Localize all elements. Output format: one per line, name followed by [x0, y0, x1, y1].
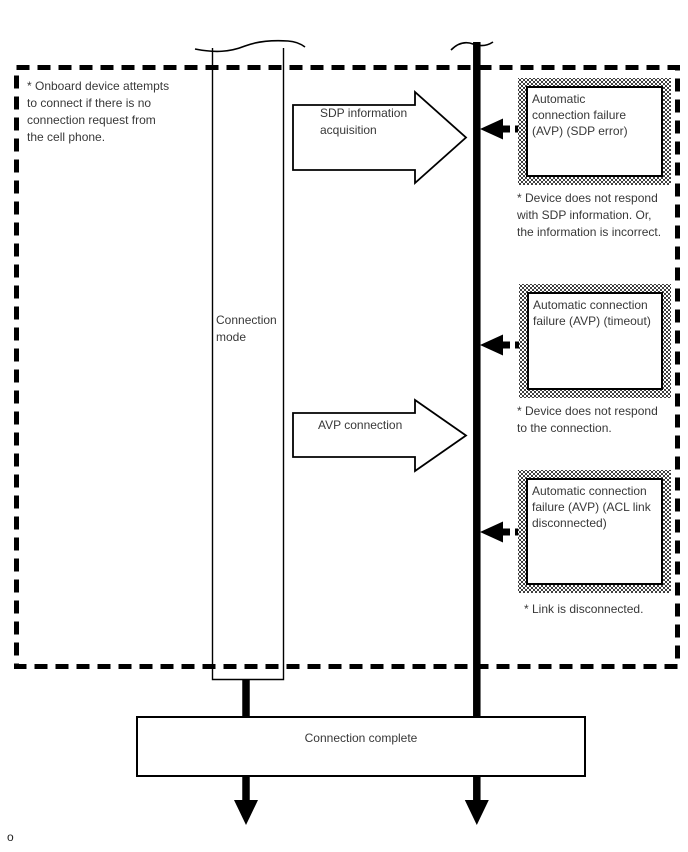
- avp-arrow-label: AVP connection: [318, 418, 403, 432]
- break-squiggle-right: [450, 41, 494, 51]
- failure-box-timeout-label: Automatic connection failure (AVP) (time…: [527, 292, 663, 390]
- sdp-block-arrow: [292, 89, 468, 186]
- onboard-down-arrow: [234, 776, 258, 825]
- failure-note-timeout: * Device does not respond to the connect…: [517, 404, 658, 435]
- failure-box-acl-disconnect-label: Automatic connection failure (AVP) (ACL …: [526, 478, 663, 585]
- failure-note-acl-disconnect: * Link is disconnected.: [524, 602, 644, 616]
- avp-block-arrow: [292, 398, 468, 473]
- failure-arrow-timeout: [480, 334, 519, 356]
- failure-box-timeout: Automatic connection failure (AVP) (time…: [519, 284, 671, 398]
- failure-arrow-acl-disconnect: [480, 521, 519, 543]
- failure-box-acl-disconnect: Automatic connection failure (AVP) (ACL …: [518, 470, 671, 593]
- failure-note-sdp-error: * Device does not respond with SDP infor…: [517, 191, 662, 239]
- sdp-arrow-label: SDP information acquisition: [320, 106, 408, 137]
- cellphone-down-arrow: [464, 776, 489, 825]
- connection-mode-bar: [211, 48, 285, 681]
- connection-mode-label: Connection mode: [216, 313, 277, 344]
- failure-arrow-sdp-error: [480, 118, 519, 140]
- connection-complete-label: Connection complete: [304, 731, 418, 745]
- page-marker: o: [7, 830, 14, 844]
- failure-box-sdp-error-label: Automatic connection failure (AVP) (SDP …: [526, 86, 663, 177]
- connection-complete-box: Connection complete: [136, 716, 586, 777]
- failure-box-sdp-error: Automatic connection failure (AVP) (SDP …: [518, 78, 671, 185]
- break-squiggle-left: [194, 39, 306, 53]
- onboard-note: * Onboard device attempts to connect if …: [27, 79, 170, 144]
